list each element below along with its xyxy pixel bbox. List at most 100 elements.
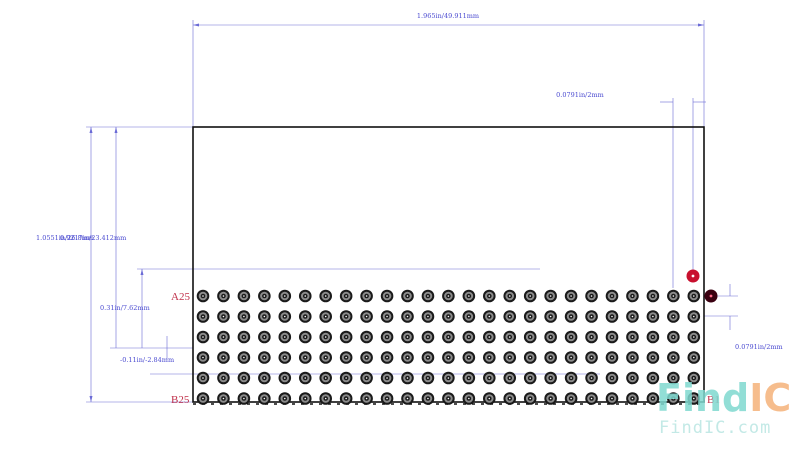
pad [503, 351, 517, 364]
pad [258, 330, 271, 344]
pad [483, 392, 496, 405]
pad [298, 289, 312, 303]
pad [217, 351, 230, 364]
pad [319, 371, 333, 385]
pad [237, 371, 251, 385]
pad [237, 392, 251, 405]
pad [503, 310, 517, 323]
dim-edge-offset-label: -0.11in/-2.84mm [120, 356, 174, 364]
pad [298, 371, 312, 385]
pad [319, 289, 333, 303]
pad [605, 392, 619, 405]
pad [339, 351, 353, 364]
pad [339, 289, 353, 303]
pad [421, 289, 435, 303]
pad [544, 392, 557, 405]
pad [442, 351, 455, 364]
pad [462, 371, 476, 385]
pad [401, 392, 414, 405]
pad [360, 289, 373, 303]
pad [523, 371, 537, 385]
pad [442, 330, 455, 344]
pad [298, 330, 312, 344]
pad [564, 371, 578, 385]
pad [442, 371, 455, 385]
pad [319, 310, 333, 323]
pad [626, 310, 639, 323]
pad [401, 289, 414, 303]
pad [339, 330, 353, 344]
dim-pin-pitch-top-label: 0.0791in/2mm [556, 91, 604, 99]
pad [278, 289, 292, 303]
pad [503, 392, 517, 405]
pad [626, 289, 639, 303]
dim-pin-pitch-right: 0.0791in/2mm [704, 284, 783, 351]
pad [605, 310, 619, 323]
pad [217, 330, 230, 344]
pad [646, 289, 660, 303]
pad [217, 371, 230, 385]
pad [442, 392, 455, 405]
pad [523, 392, 537, 405]
pad [585, 371, 598, 385]
pad [564, 289, 578, 303]
pad [462, 310, 476, 323]
pad [217, 310, 230, 323]
pad [646, 330, 660, 344]
pin1-marker-dot [691, 274, 695, 278]
pad [667, 392, 680, 405]
pin-label-a25: A25 [171, 291, 190, 303]
pad [319, 351, 333, 364]
pad [523, 310, 537, 323]
pad [258, 392, 271, 405]
pad [360, 330, 373, 344]
pin-label-b25: B25 [171, 394, 190, 406]
pad [380, 289, 394, 303]
pad [564, 392, 578, 405]
pad [544, 289, 557, 303]
pad [585, 392, 598, 405]
pad [258, 310, 271, 323]
pad [667, 351, 680, 364]
pad [462, 392, 476, 405]
pad-grid [193, 289, 704, 405]
pad [585, 289, 598, 303]
pad [401, 310, 414, 323]
pad [544, 310, 557, 323]
pad [319, 392, 333, 405]
pad [421, 330, 435, 344]
pad [360, 392, 373, 405]
pad [421, 371, 435, 385]
pad [196, 392, 210, 405]
pad [564, 351, 578, 364]
pad [380, 392, 394, 405]
pad [544, 351, 557, 364]
pad [278, 330, 292, 344]
pad [626, 330, 639, 344]
pad [483, 289, 496, 303]
pad [667, 330, 680, 344]
pad [523, 289, 537, 303]
dim-row-offset: 0.31in/7.62mm [100, 268, 540, 348]
pad [687, 392, 701, 405]
dim-height-overlap-label: 0.9217in/23.412mm [60, 234, 126, 242]
pad [605, 289, 619, 303]
pad [626, 392, 639, 405]
dim-total-width-label: 1.965in/49.911mm [417, 12, 479, 20]
pad [483, 330, 496, 344]
pad [626, 351, 639, 364]
pad [585, 310, 598, 323]
pad [646, 351, 660, 364]
pad [483, 310, 496, 323]
pad [237, 330, 251, 344]
pad [626, 371, 639, 385]
pad [401, 351, 414, 364]
watermark-logo-ic: IC [749, 376, 791, 420]
pad [646, 371, 660, 385]
pad [196, 351, 210, 364]
pad [646, 392, 660, 405]
pad [544, 371, 557, 385]
reference-marker-dot [709, 294, 713, 298]
pad [605, 371, 619, 385]
